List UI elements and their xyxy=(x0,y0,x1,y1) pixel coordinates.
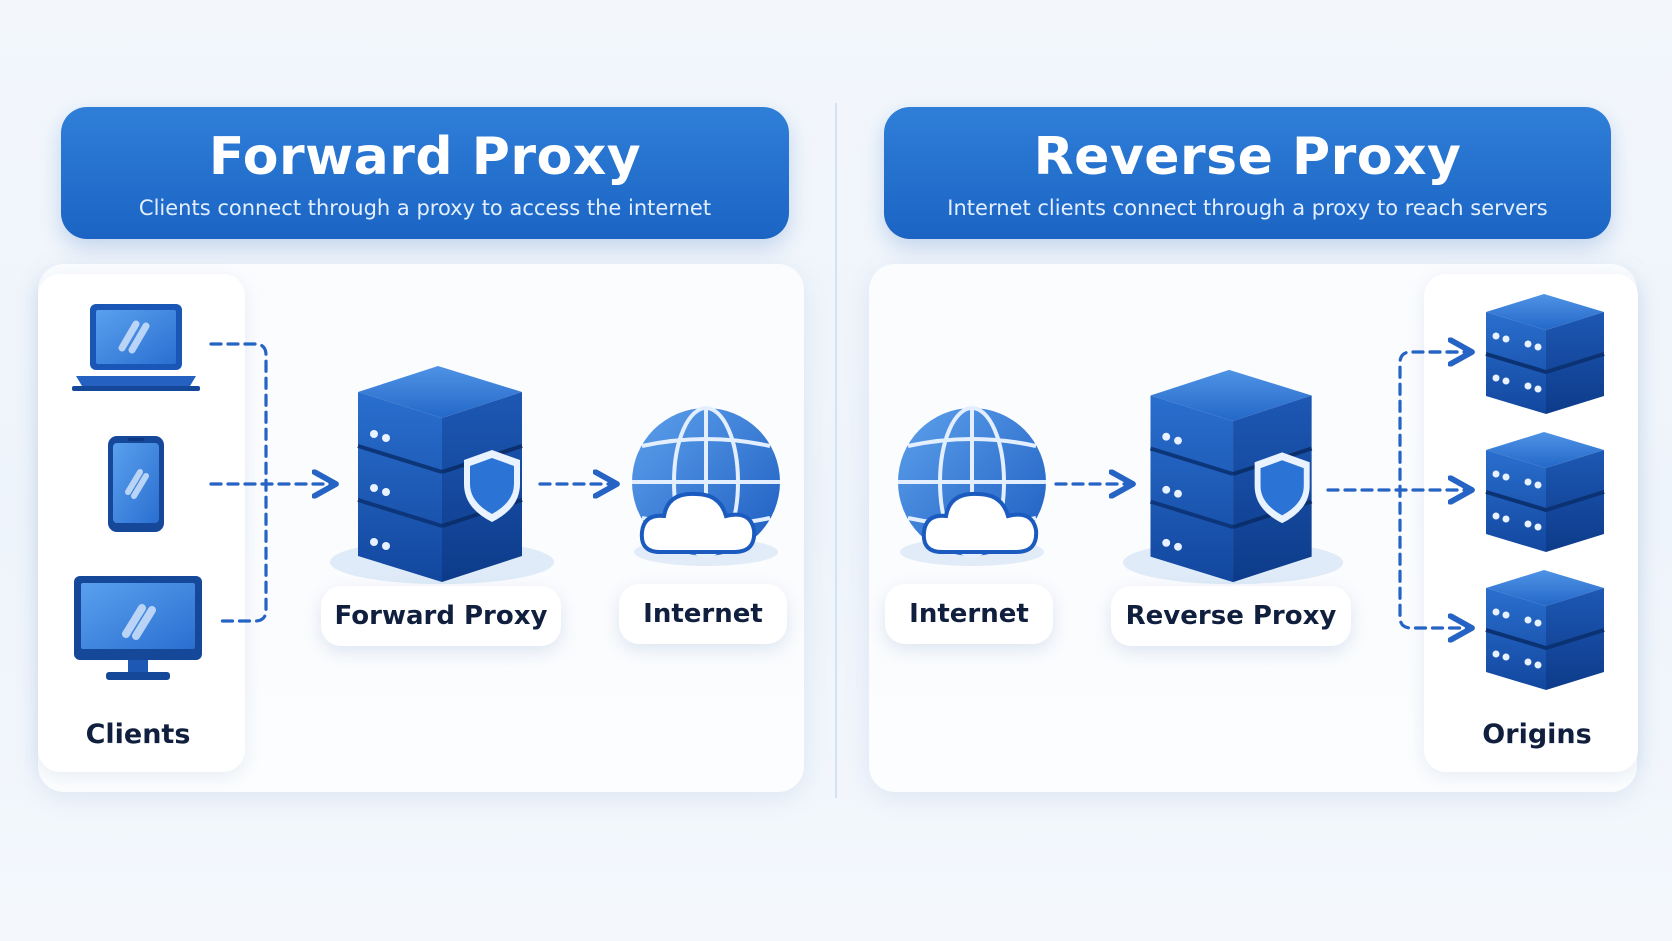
origins-label: Origins xyxy=(1482,719,1592,750)
origin-server-2-icon xyxy=(1485,432,1605,552)
forward-internet-label: Internet xyxy=(619,584,787,644)
origin-server-1-icon xyxy=(1485,294,1605,414)
reverse-proxy-title: Reverse Proxy xyxy=(1033,127,1462,187)
forward-proxy-server-icon xyxy=(330,366,554,584)
forward-proxy-label: Forward Proxy xyxy=(321,586,561,646)
forward-proxy-header: Forward Proxy Clients connect through a … xyxy=(61,107,789,239)
origins-branch-top xyxy=(1398,350,1472,628)
origin-server-3-icon xyxy=(1485,570,1605,690)
forward-proxy-title: Forward Proxy xyxy=(208,127,642,187)
reverse-proxy-label: Reverse Proxy xyxy=(1111,586,1351,646)
reverse-internet-globe-icon xyxy=(898,406,1046,566)
forward-proxy-subtitle: Clients connect through a proxy to acces… xyxy=(138,196,712,220)
laptop-icon xyxy=(72,304,200,391)
clients-label: Clients xyxy=(85,719,191,750)
reverse-proxy-subtitle: Internet clients connect through a proxy… xyxy=(947,196,1548,220)
section-divider xyxy=(835,103,837,798)
internet-globe-icon xyxy=(632,406,780,566)
smartphone-icon xyxy=(108,436,164,532)
reverse-internet-label: Internet xyxy=(885,584,1053,644)
desktop-monitor-icon xyxy=(74,576,202,680)
reverse-proxy-header: Reverse Proxy Internet clients connect t… xyxy=(884,107,1611,239)
reverse-proxy-server-icon xyxy=(1122,369,1344,585)
